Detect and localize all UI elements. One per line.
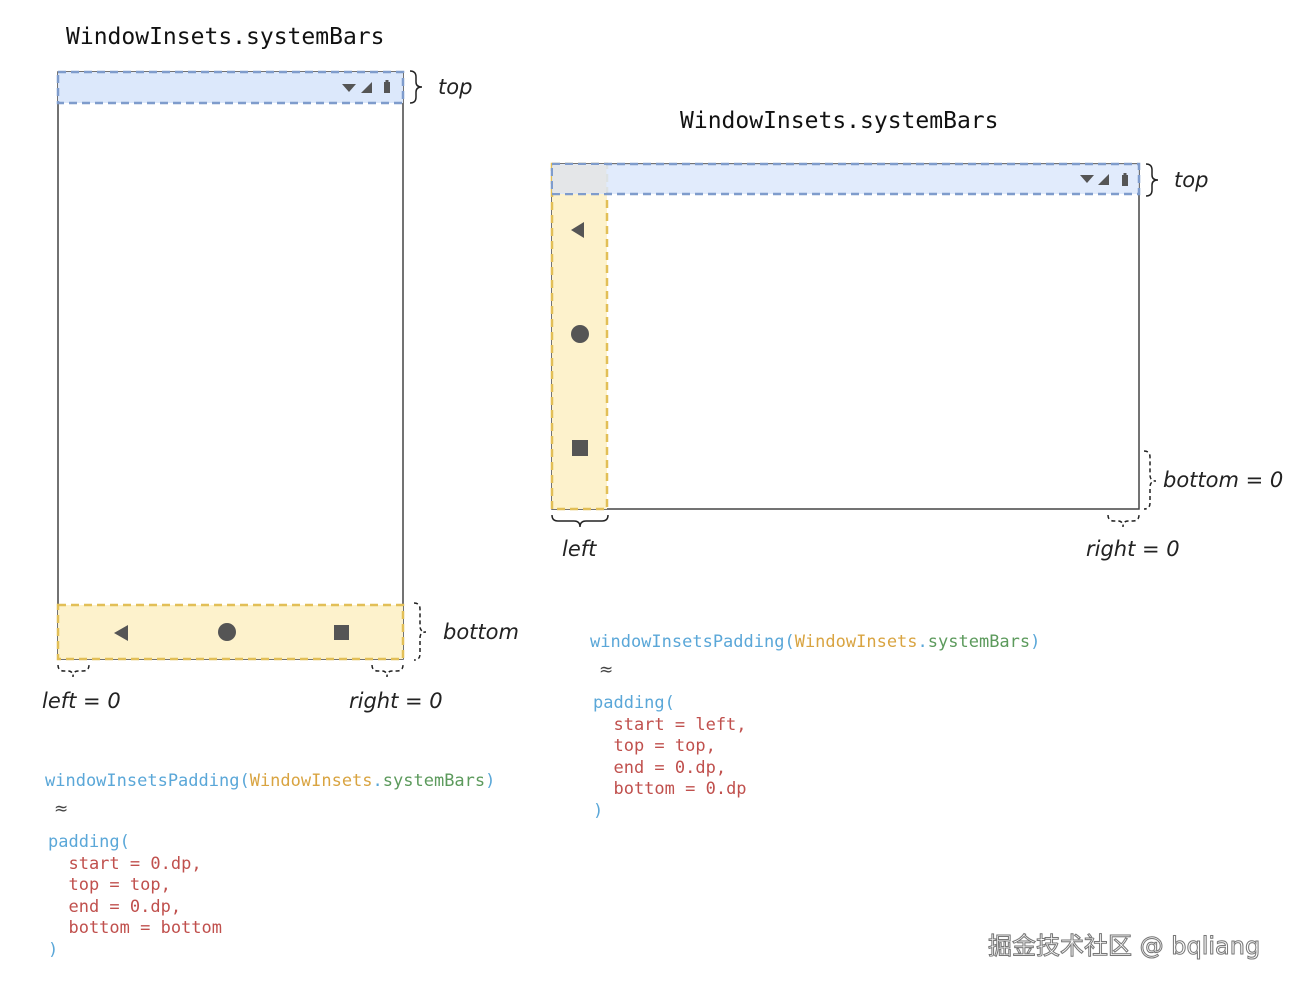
line-end-val: 0.dp [129,896,171,917]
portrait-bottom-brace [413,602,427,661]
line-bottom-val: 0.dp [705,779,747,799]
landscape-back-icon [571,222,584,238]
portrait-left-label: left = 0 [42,689,121,713]
landscape-wifi-icon [1080,175,1094,183]
landscape-code-padding: padding( start = left, top = top, end = … [593,693,747,821]
code-fn: windowInsetsPadding( [45,771,250,791]
portrait-battery-icon [384,80,390,93]
landscape-recents-icon [572,440,588,456]
portrait-phone-frame [57,71,404,660]
landscape-bottom-brace [1143,450,1157,510]
line-end: end = [593,757,675,778]
landscape-home-icon [571,325,589,343]
landscape-bottom-label: bottom = 0 [1163,468,1284,492]
padding-close: ) [48,939,59,960]
landscape-phone-frame [551,163,1140,510]
landscape-top-label: top [1174,168,1209,192]
code-dot: . [372,771,383,791]
portrait-wifi-icon [342,84,356,92]
landscape-overlap-region [553,165,606,193]
padding-open: padding( [593,693,675,713]
portrait-right-brace [371,664,404,678]
line-bottom: bottom = [593,779,706,799]
code-paren: ) [1030,632,1041,652]
portrait-code-call: windowInsetsPadding(WindowInsets.systemB… [45,771,495,793]
landscape-title: WindowInsets.systemBars [680,108,999,134]
landscape-status-bar-inset [550,162,1141,196]
code-prop: systemBars [382,771,486,791]
landscape-left-brace [551,514,609,528]
watermark: 掘金技术社区 @ bqliang [987,932,1261,961]
code-class: WindowInsets [794,632,918,652]
portrait-back-icon [114,625,128,641]
line-top: top = top, [48,875,171,895]
landscape-approx: ≈ [599,660,614,680]
code-prop: systemBars [927,632,1031,652]
padding-close: ) [593,800,604,821]
code-class: WindowInsets [249,771,373,791]
code-dot: . [917,632,928,652]
portrait-top-label: top [438,75,473,99]
portrait-top-brace [409,70,423,104]
line-start: start = [48,853,151,874]
portrait-recents-icon [334,625,349,640]
padding-open: padding( [48,832,130,852]
line-start: start = left, [593,714,747,735]
portrait-code-padding: padding( start = 0.dp, top = top, end = … [48,832,222,960]
landscape-code-call: windowInsetsPadding(WindowInsets.systemB… [590,632,1040,654]
portrait-signal-icon [361,82,372,93]
portrait-title: WindowInsets.systemBars [66,24,385,50]
landscape-left-label: left [562,537,597,561]
landscape-top-brace [1145,163,1159,197]
line-bottom: bottom = bottom [48,918,222,938]
line-start-val: 0.dp [150,853,192,874]
portrait-left-brace [57,664,90,678]
landscape-signal-icon [1098,174,1109,185]
portrait-approx: ≈ [54,799,69,819]
line-end: end = [48,896,130,917]
line-top: top = top, [593,736,716,756]
portrait-bottom-label: bottom [443,620,519,644]
line-end-val: 0.dp [674,757,716,778]
landscape-right-brace [1107,514,1140,528]
landscape-right-label: right = 0 [1086,537,1180,561]
portrait-home-icon [218,623,236,641]
code-fn: windowInsetsPadding( [590,632,795,652]
portrait-right-label: right = 0 [349,689,443,713]
landscape-battery-icon [1122,173,1128,186]
code-paren: ) [485,771,496,791]
